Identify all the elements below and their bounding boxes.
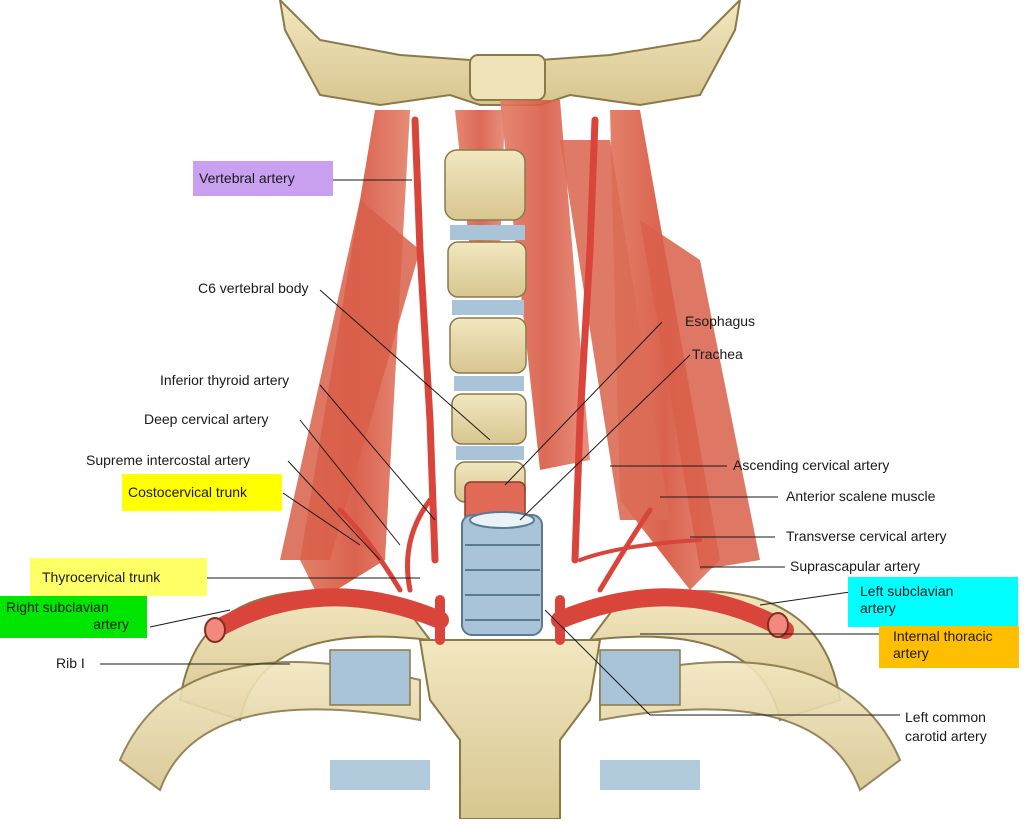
- inferior-thyroid-artery-label: Inferior thyroid artery: [160, 372, 290, 388]
- internal-thoracic-line2: artery: [893, 645, 929, 661]
- thyrocervical-trunk-label: Thyrocervical trunk: [30, 558, 207, 596]
- suprascapular-artery-label: Suprascapular artery: [790, 558, 920, 574]
- right-subclavian-artery-label: Right subclavian artery: [0, 596, 147, 638]
- trachea-label: Trachea: [692, 346, 743, 362]
- ascending-cervical-artery-label: Ascending cervical artery: [733, 457, 890, 473]
- left-common-carotid-line1: Left common: [905, 709, 986, 725]
- rib-1-label: Rib I: [56, 655, 85, 671]
- esophagus-label: Esophagus: [685, 313, 756, 329]
- deep-cervical-artery-label: Deep cervical artery: [144, 411, 269, 427]
- vertebral-artery-label: Vertebral artery: [193, 161, 333, 196]
- c6-vertebral-body-label: C6 vertebral body: [198, 280, 309, 296]
- right-subclavian-line1: Right subclavian: [6, 599, 109, 615]
- left-subclavian-line1: Left subclavian: [860, 583, 954, 599]
- arteries: [204, 116, 794, 645]
- left-subclavian-line2: artery: [860, 600, 896, 616]
- left-subclavian-artery-label: Left subclavian artery: [848, 577, 1018, 627]
- left-common-carotid-artery-label: Left common carotid artery: [905, 708, 987, 746]
- anterior-scalene-muscle-label: Anterior scalene muscle: [786, 488, 936, 504]
- internal-thoracic-artery-label: Internal thoracic artery: [879, 626, 1019, 668]
- leader-lines: [100, 179, 900, 716]
- cervical-spine: [444, 149, 527, 503]
- transverse-cervical-artery-label: Transverse cervical artery: [786, 528, 947, 544]
- supreme-intercostal-artery-label: Supreme intercostal artery: [86, 452, 251, 468]
- left-common-carotid-line2: carotid artery: [905, 728, 987, 744]
- trachea-esophagus: [461, 481, 543, 636]
- skull-base: [278, 0, 742, 107]
- costocervical-trunk-label: Costocervical trunk: [122, 474, 282, 511]
- right-subclavian-line2: artery: [93, 616, 129, 632]
- internal-thoracic-line1: Internal thoracic: [893, 628, 993, 644]
